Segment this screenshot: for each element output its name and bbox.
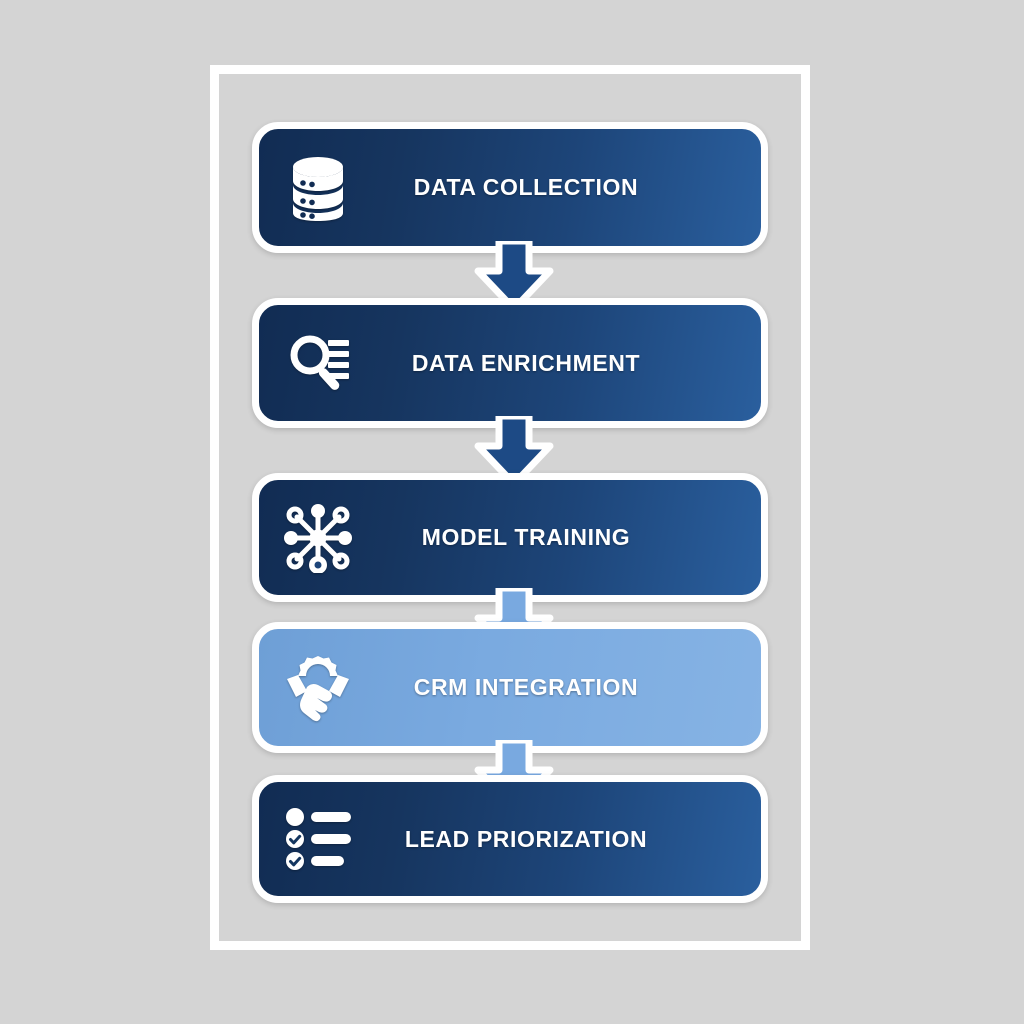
flow-step-data-collection[interactable]: DATA COLLECTION <box>252 122 768 253</box>
arrow-down-icon <box>466 241 562 313</box>
database-icon <box>259 129 377 246</box>
flow-step-label: DATA COLLECTION <box>413 174 639 200</box>
flow-step-model-training[interactable]: MODEL TRAINING <box>252 473 768 602</box>
network-nodes-icon <box>259 480 377 595</box>
arrow-down-icon <box>466 416 562 488</box>
magnifier-list-icon <box>259 305 377 421</box>
checklist-icon <box>259 782 377 896</box>
diagram-frame-border <box>210 65 810 950</box>
flow-step-label: DATA ENRICHMENT <box>411 349 641 376</box>
flow-step-label: MODEL TRAINING <box>421 524 631 550</box>
flow-step-crm-integration[interactable]: CRM INTEGRATION <box>252 622 768 753</box>
handshake-gear-icon <box>259 629 377 746</box>
flow-step-label: LEAD PRIORIZATION <box>404 825 648 852</box>
flow-step-lead-priorization[interactable]: LEAD PRIORIZATION <box>252 775 768 903</box>
flow-step-data-enrichment[interactable]: DATA ENRICHMENT <box>252 298 768 428</box>
flow-step-label: CRM INTEGRATION <box>413 674 639 700</box>
